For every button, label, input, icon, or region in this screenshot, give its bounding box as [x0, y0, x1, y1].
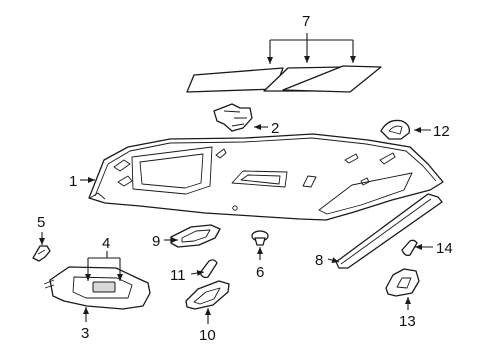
callout-10: 10 — [199, 327, 216, 344]
callout-4: 4 — [102, 235, 110, 252]
callout-2: 2 — [271, 120, 279, 137]
callout-12: 12 — [433, 123, 450, 140]
callout-14: 14 — [436, 240, 453, 257]
callout-1: 1 — [69, 173, 77, 190]
sun-visor — [43, 266, 151, 310]
callout-3: 3 — [81, 325, 89, 342]
callout-7: 7 — [302, 13, 310, 30]
leader-lines — [39, 33, 433, 324]
callout-11: 11 — [170, 267, 186, 284]
visor-clip — [32, 245, 51, 262]
callout-8: 8 — [315, 252, 323, 269]
grab-handle-bezel — [380, 119, 410, 140]
callout-13: 13 — [399, 313, 416, 330]
headliner-panel — [88, 133, 444, 221]
headliner-bracket — [213, 103, 253, 132]
insulation-pads — [186, 65, 382, 93]
callout-9: 9 — [152, 233, 160, 250]
roof-side-molding — [335, 193, 443, 269]
callout-labels: 7 2 12 1 5 4 3 9 6 11 10 8 14 13 — [37, 13, 453, 344]
callout-5: 5 — [37, 214, 45, 231]
push-pin — [251, 230, 269, 246]
lamp-bulb — [199, 259, 218, 279]
dome-lamp-lens — [185, 280, 230, 310]
lamp-bulb-right — [401, 239, 418, 257]
callout-6: 6 — [256, 264, 264, 281]
courtesy-lamp — [170, 224, 221, 248]
lamp-bezel-right — [385, 268, 420, 297]
